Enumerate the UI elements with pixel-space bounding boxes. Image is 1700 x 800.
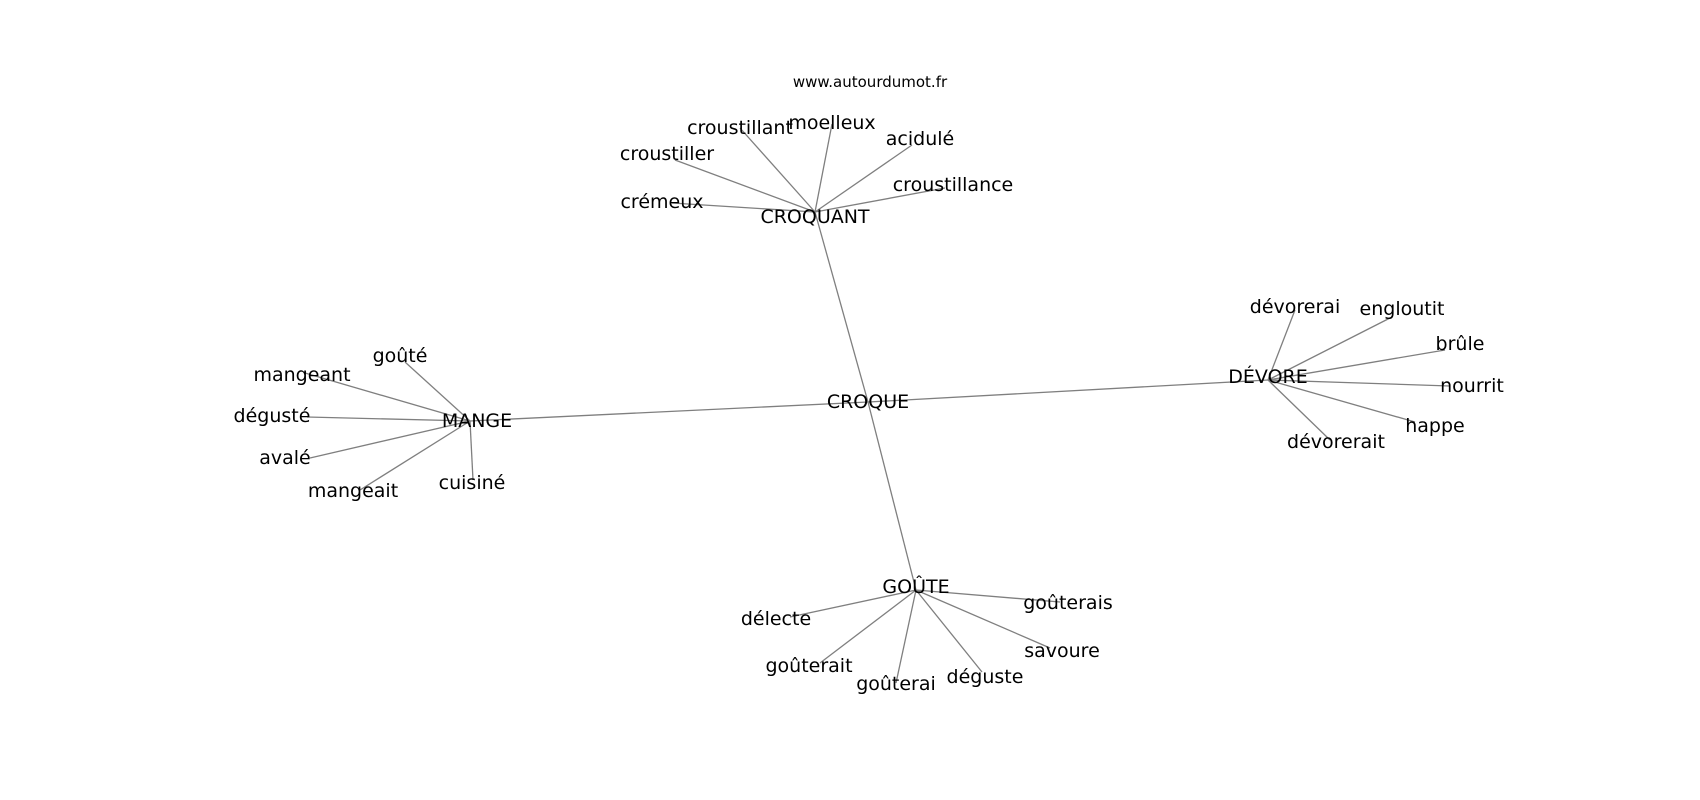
edge-hub-leaf xyxy=(814,144,913,213)
leaf-word[interactable]: goûterait xyxy=(765,655,852,677)
edge-hub-leaf xyxy=(915,589,1061,603)
leaf-word[interactable]: déguste xyxy=(947,666,1024,688)
leaf-word[interactable]: acidulé xyxy=(886,128,954,150)
edge-center-hub xyxy=(867,401,917,591)
leaf-word[interactable]: savoure xyxy=(1024,640,1100,662)
edge-hub-leaf xyxy=(309,420,471,459)
edge-hub-leaf xyxy=(469,420,474,481)
leaf-word[interactable]: engloutit xyxy=(1360,298,1445,320)
edge-hub-leaf xyxy=(359,420,471,491)
edge-hub-leaf xyxy=(895,589,917,684)
leaf-word[interactable]: croustillant xyxy=(687,117,793,139)
edge-hub-leaf xyxy=(739,127,816,213)
edge-hub-leaf xyxy=(404,361,471,422)
leaf-word[interactable]: brûle xyxy=(1436,333,1485,355)
leaf-word[interactable]: goûterais xyxy=(1023,592,1113,614)
edge-hub-leaf xyxy=(915,589,1051,649)
edge-hub-leaf xyxy=(814,123,833,213)
center-word[interactable]: CROQUE xyxy=(827,391,909,413)
edge-hub-leaf xyxy=(789,589,917,618)
graph-edges xyxy=(304,123,1451,684)
hub-word[interactable]: DÉVORE xyxy=(1228,365,1307,388)
edge-hub-leaf xyxy=(1267,379,1331,441)
leaf-word[interactable]: happe xyxy=(1405,415,1465,437)
edge-hub-leaf xyxy=(671,202,816,213)
leaf-word[interactable]: mangeant xyxy=(253,364,350,386)
edge-hub-leaf xyxy=(1267,379,1451,387)
leaf-word[interactable]: goûté xyxy=(373,345,428,367)
edge-hub-leaf xyxy=(1267,379,1416,423)
hub-word[interactable]: CROQUANT xyxy=(760,206,869,228)
edge-hub-leaf xyxy=(306,416,471,422)
leaf-word[interactable]: croustiller xyxy=(620,143,714,165)
leaf-word[interactable]: crémeux xyxy=(620,191,703,213)
edge-hub-leaf xyxy=(304,372,471,422)
leaf-word[interactable]: croustillance xyxy=(893,174,1014,196)
leaf-word[interactable]: dévorerai xyxy=(1250,296,1340,318)
edge-hub-leaf xyxy=(1267,309,1296,381)
edge-hub-leaf xyxy=(1267,317,1391,381)
leaf-word[interactable]: dégusté xyxy=(234,405,311,427)
leaf-word[interactable]: avalé xyxy=(259,447,311,469)
leaf-word[interactable]: dévorerait xyxy=(1287,431,1385,453)
site-url: www.autourdumot.fr xyxy=(793,73,948,91)
leaf-word[interactable]: cuisiné xyxy=(439,472,506,494)
graph-labels: www.autourdumot.fr CROQUE CROQUANT crousti… xyxy=(234,73,1504,695)
hub-word[interactable]: GOÛTE xyxy=(882,574,949,598)
edge-hub-leaf xyxy=(674,159,816,213)
leaf-word[interactable]: délecte xyxy=(741,608,811,630)
hub-word[interactable]: MANGE xyxy=(442,410,512,432)
leaf-word[interactable]: nourrit xyxy=(1440,375,1504,397)
edge-hub-leaf xyxy=(819,589,917,664)
edge-center-hub xyxy=(867,379,1269,403)
edge-center-hub xyxy=(814,211,869,403)
leaf-word[interactable]: mangeait xyxy=(308,480,398,502)
edge-hub-leaf xyxy=(1267,349,1446,381)
leaf-word[interactable]: goûterai xyxy=(856,673,936,695)
edge-hub-leaf xyxy=(915,589,983,673)
edge-center-hub xyxy=(469,401,869,422)
edge-hub-leaf xyxy=(814,187,946,213)
leaf-word[interactable]: moelleux xyxy=(788,112,875,134)
